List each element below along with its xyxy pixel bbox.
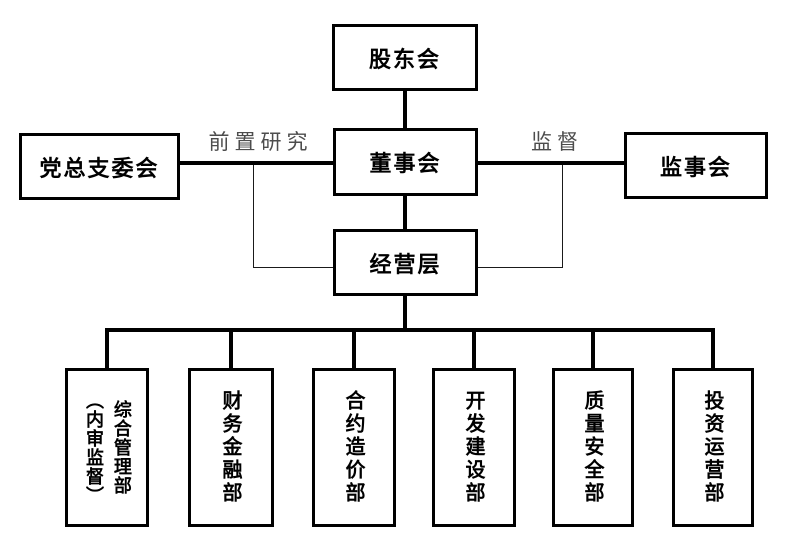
connector-drop-dept-2 [229, 332, 233, 368]
edge-label-supervision: 监督 [531, 130, 583, 154]
node-label-shareholders: 股东会 [368, 47, 441, 73]
node-management-level: 经营层 [333, 229, 478, 296]
node-label-board: 董事会 [369, 152, 442, 177]
dept-label: 质量安全部 [581, 390, 605, 505]
dept-sublabel: （内审监督） [83, 390, 104, 505]
dept-box-development-construction: 开发建设部 [432, 368, 516, 527]
connector-drop-dept-5 [591, 332, 595, 368]
dept-label: 投资运营部 [701, 390, 725, 505]
dept-box-investment-operations: 投资运营部 [672, 368, 754, 527]
connector-party-board [180, 161, 333, 165]
dept-text: 投资运营部 [696, 371, 730, 524]
connector-drop-dept-6 [711, 332, 715, 368]
connector-shareholders-board [403, 91, 407, 128]
node-label-party: 党总支委会 [39, 156, 160, 182]
dept-box-contract-cost: 合约造价部 [312, 368, 396, 527]
dept-label: 财务金融部 [219, 390, 243, 505]
connector-drop-dept-3 [352, 332, 356, 368]
node-label-supervisory: 监事会 [659, 155, 732, 181]
edge-label-pre-research: 前置研究 [208, 130, 313, 154]
dept-label: 开发建设部 [462, 390, 486, 505]
dept-label: 合约造价部 [342, 390, 366, 505]
thin-line-party-management-vertical [253, 165, 254, 267]
node-party-branch-committee: 党总支委会 [19, 133, 180, 200]
dept-text: 质量安全部 [576, 371, 610, 524]
dept-text: 综合管理部 （内审监督） [79, 371, 135, 524]
dept-box-finance: 财务金融部 [188, 368, 274, 527]
connector-board-management [403, 196, 407, 229]
dept-box-comprehensive-management: 综合管理部 （内审监督） [65, 368, 149, 527]
connector-management-bus [403, 296, 407, 332]
node-supervisory-board: 监事会 [624, 132, 768, 199]
node-label-management: 经营层 [369, 252, 442, 278]
dept-text: 开发建设部 [457, 371, 491, 524]
connector-drop-dept-4 [472, 332, 476, 368]
connector-board-supervisory [478, 161, 624, 165]
connector-department-bus [105, 328, 715, 332]
node-board-of-directors: 董事会 [333, 128, 478, 196]
dept-label: 综合管理部 [110, 400, 132, 495]
node-shareholders-meeting: 股东会 [332, 24, 478, 91]
dept-text: 财务金融部 [214, 371, 248, 524]
dept-text: 合约造价部 [337, 371, 371, 524]
thin-line-party-management-horizontal [253, 267, 333, 268]
thin-line-supervisory-management-vertical [562, 165, 563, 267]
thin-line-supervisory-management-horizontal [478, 267, 563, 268]
connector-drop-dept-1 [105, 332, 109, 368]
dept-box-quality-safety: 质量安全部 [552, 368, 634, 527]
